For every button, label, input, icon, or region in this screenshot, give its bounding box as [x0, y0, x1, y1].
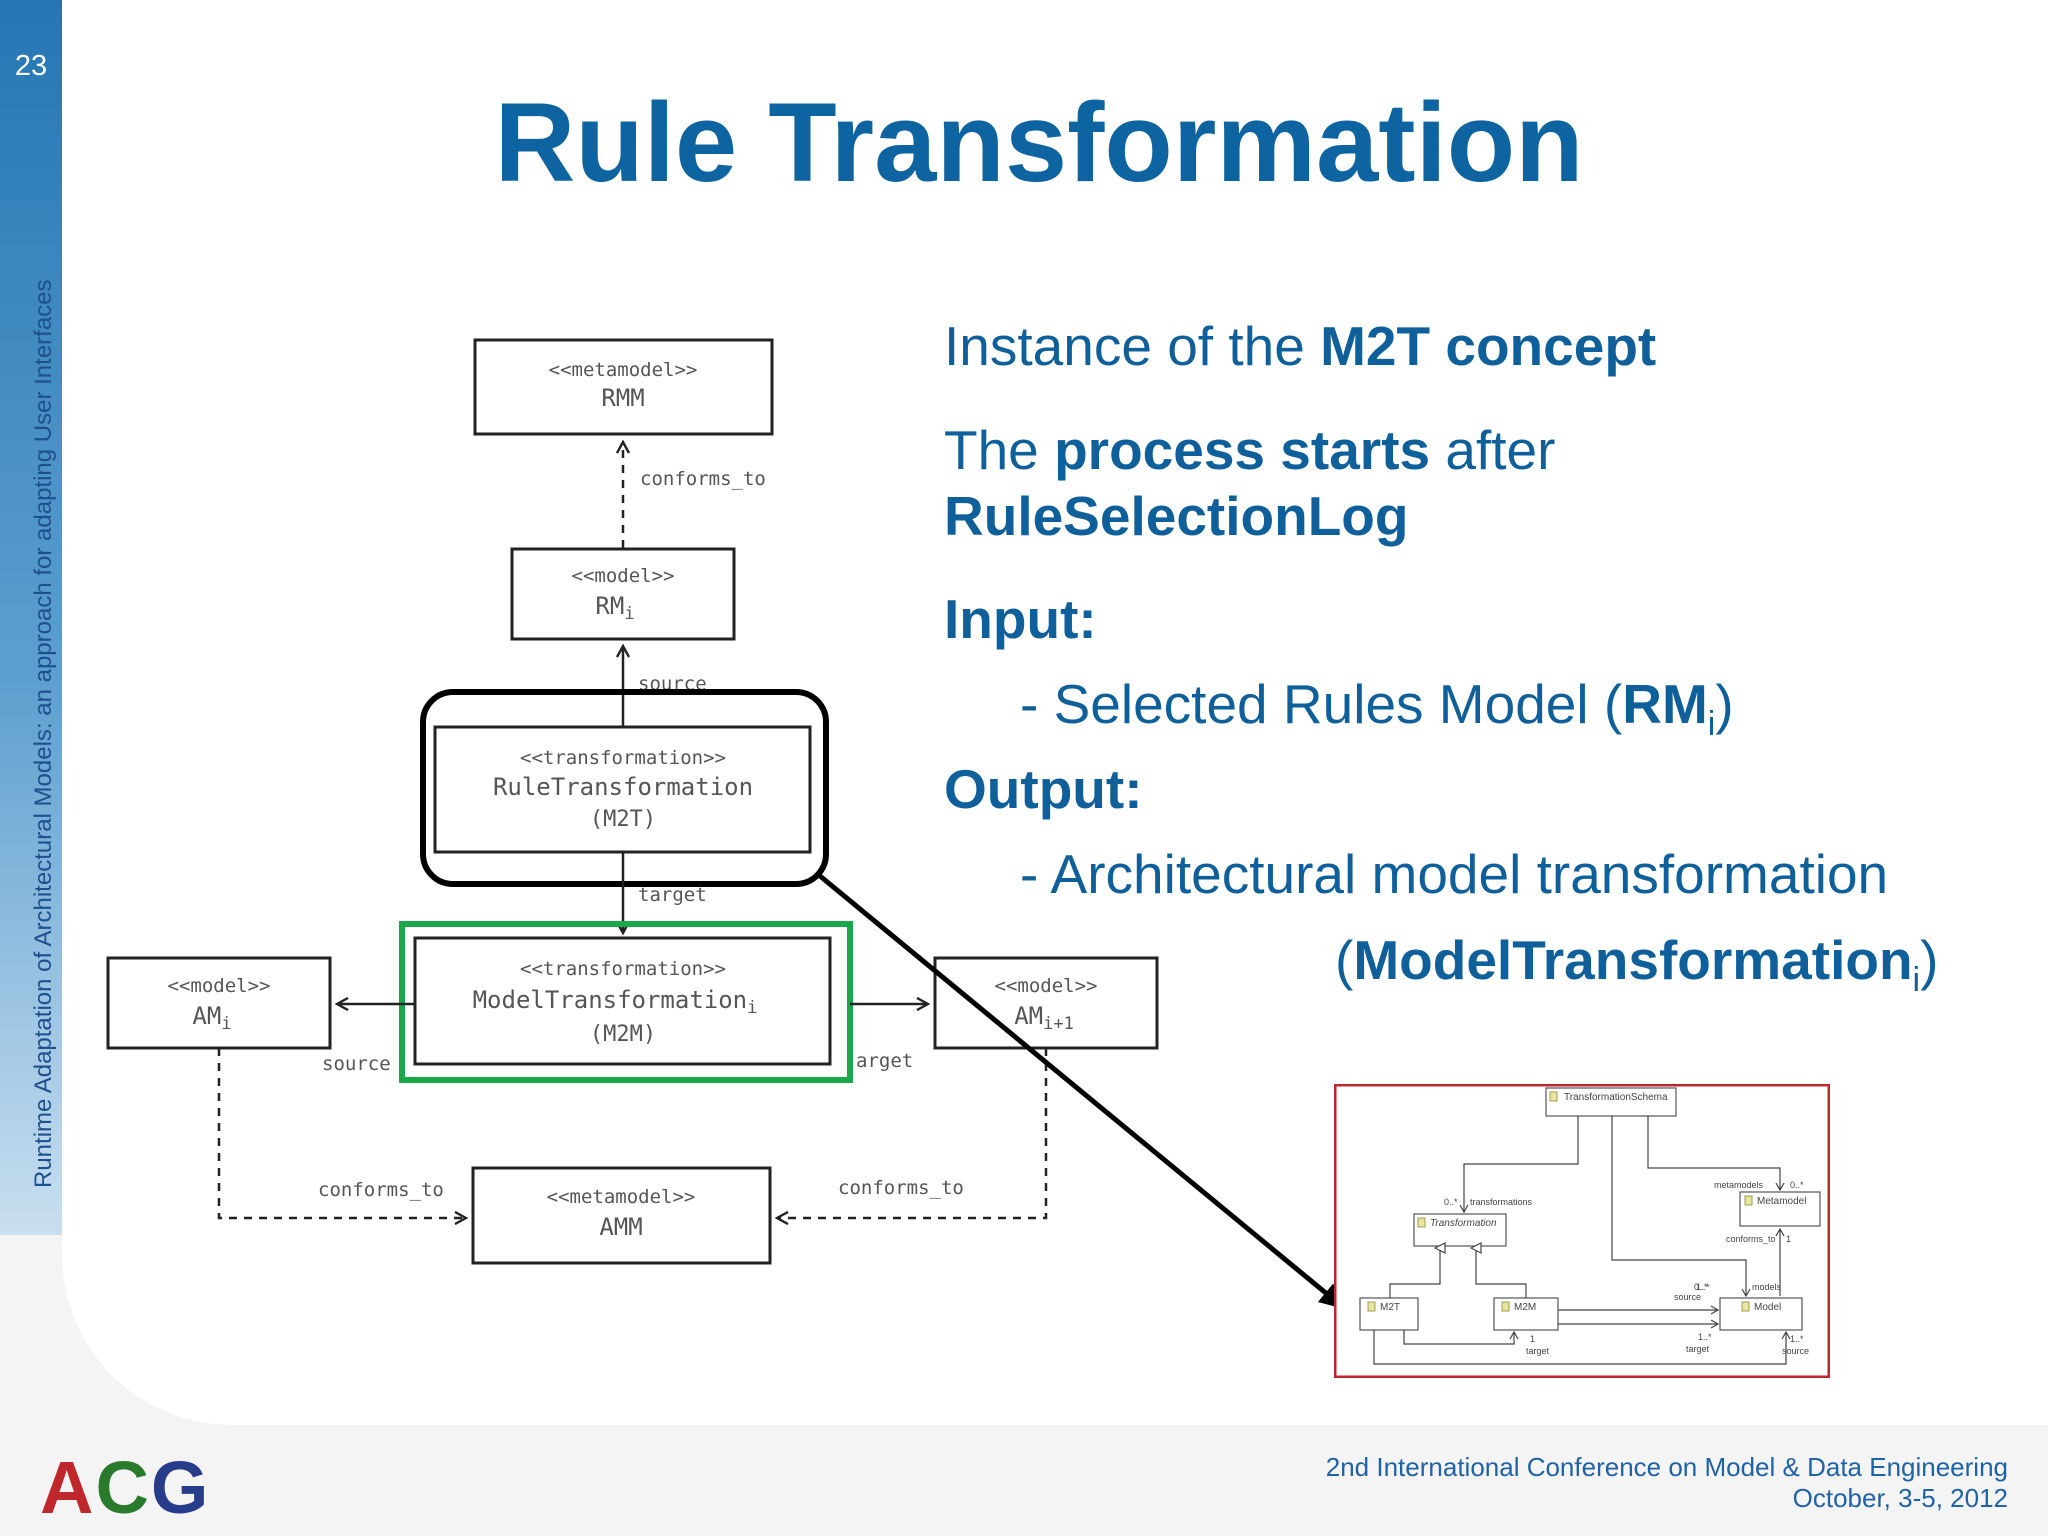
svg-text:<<transformation>>: <<transformation>> [520, 958, 726, 980]
svg-text:M2M: M2M [1514, 1302, 1536, 1313]
class-icon [1367, 1301, 1376, 1312]
label-conforms-right: conforms_to [838, 1177, 964, 1199]
svg-text:(M2T): (M2T) [590, 807, 656, 832]
sidebar-band: 23 Runtime Adaptation of Architectural M… [0, 0, 62, 1235]
svg-text:<<model>>: <<model>> [168, 975, 271, 997]
svg-text:metamodels: metamodels [1714, 1180, 1764, 1190]
svg-text:AMi: AMi [192, 1002, 231, 1034]
svg-text:1..*: 1..* [1790, 1334, 1804, 1344]
conference-date: October, 3-5, 2012 [1792, 1483, 2008, 1513]
label-conforms-left: conforms_to [318, 1179, 444, 1201]
output-item-model-transformation: (ModelTransformationi) [1335, 929, 1939, 999]
model-transformation-highlight [399, 921, 853, 1083]
rule-transformation-highlight [420, 689, 829, 887]
svg-text:TransformationSchema: TransformationSchema [1564, 1092, 1668, 1103]
svg-text:1..*: 1..* [1698, 1332, 1712, 1342]
conference-name: 2nd International Conference on Model & … [1325, 1452, 2008, 1482]
svg-text:AMi+1: AMi+1 [1014, 1002, 1074, 1034]
output-heading: Output: [944, 758, 1143, 820]
svg-text:AMM: AMM [599, 1213, 642, 1241]
class-icon [1741, 1301, 1750, 1312]
label-target-mid: target [638, 884, 707, 906]
svg-text:ModelTransformationi: ModelTransformationi [473, 986, 758, 1018]
model-transformation-box: <<transformation>> ModelTransformationi … [413, 936, 832, 1066]
svg-text:1: 1 [1786, 1234, 1791, 1244]
svg-text:source: source [1674, 1292, 1701, 1302]
svg-text:Model: Model [1754, 1302, 1781, 1313]
ami-next-box: <<model>> AMi+1 [933, 956, 1159, 1050]
svg-text:Metamodel: Metamodel [1757, 1196, 1806, 1207]
svg-text:1: 1 [1530, 1334, 1535, 1344]
svg-text:target: target [1526, 1346, 1550, 1356]
label-target-right: arget [856, 1050, 913, 1072]
rmm-box: <<metamodel>> RMM [473, 338, 774, 436]
svg-text:RuleTransformation: RuleTransformation [493, 773, 753, 801]
rule-transformation-box: <<transformation>> RuleTransformation (M… [433, 725, 812, 854]
class-icon [1417, 1217, 1426, 1228]
svg-text:conforms_to: conforms_to [1726, 1234, 1776, 1244]
acg-logo: ACG [40, 1446, 211, 1529]
svg-text:<<metamodel>>: <<metamodel>> [549, 359, 698, 381]
label-source-left: source [322, 1053, 391, 1075]
svg-text:0..*: 0..* [1790, 1180, 1804, 1190]
amm-box: <<metamodel>> AMM [471, 1166, 772, 1265]
svg-text:models: models [1752, 1282, 1782, 1292]
ami-box: <<model>> AMi [106, 956, 332, 1050]
svg-text:1..*: 1..* [1696, 1282, 1710, 1292]
bullet-rule-selection-log: RuleSelectionLog [944, 485, 1409, 547]
class-icon [1744, 1195, 1753, 1206]
rmi-box: <<model>> RMi [510, 547, 736, 641]
svg-text:RMM: RMM [601, 384, 644, 412]
svg-text:<<model>>: <<model>> [995, 975, 1098, 997]
svg-text:target: target [1686, 1344, 1710, 1354]
svg-text:<<transformation>>: <<transformation>> [520, 747, 726, 769]
svg-text:<<metamodel>>: <<metamodel>> [547, 1186, 696, 1208]
output-item: - Architectural model transformation [1020, 843, 1889, 905]
label-conforms-top: conforms_to [640, 468, 766, 490]
callout-arrow [818, 874, 1346, 1310]
svg-text:0..*: 0..* [1444, 1197, 1458, 1207]
svg-text:Transformation: Transformation [1430, 1218, 1497, 1229]
svg-text:transformations: transformations [1470, 1197, 1533, 1207]
transformation-schema: TransformationSchema Transformation Meta… [1334, 1084, 1830, 1378]
svg-text:0..*: 0..* [1694, 1282, 1708, 1292]
class-icon [1549, 1091, 1558, 1102]
schema-border [1334, 1084, 1830, 1378]
input-heading: Input: [944, 588, 1097, 650]
input-item: - Selected Rules Model (RMi) [1020, 673, 1734, 743]
svg-text:(M2M): (M2M) [590, 1022, 656, 1047]
page-number: 23 [14, 50, 48, 82]
svg-text:RMi: RMi [595, 592, 634, 624]
footer-conference: 2nd International Conference on Model & … [1326, 1452, 2008, 1514]
bullet-process-starts: The process starts after [944, 419, 1556, 481]
svg-text:source: source [1782, 1346, 1809, 1356]
bullet-m2t-concept: Instance of the M2T concept [944, 315, 1657, 377]
slide-title: Rule Transformation [494, 80, 1584, 205]
class-icon [1501, 1301, 1510, 1312]
svg-text:M2T: M2T [1380, 1302, 1400, 1313]
svg-text:<<model>>: <<model>> [572, 565, 675, 587]
